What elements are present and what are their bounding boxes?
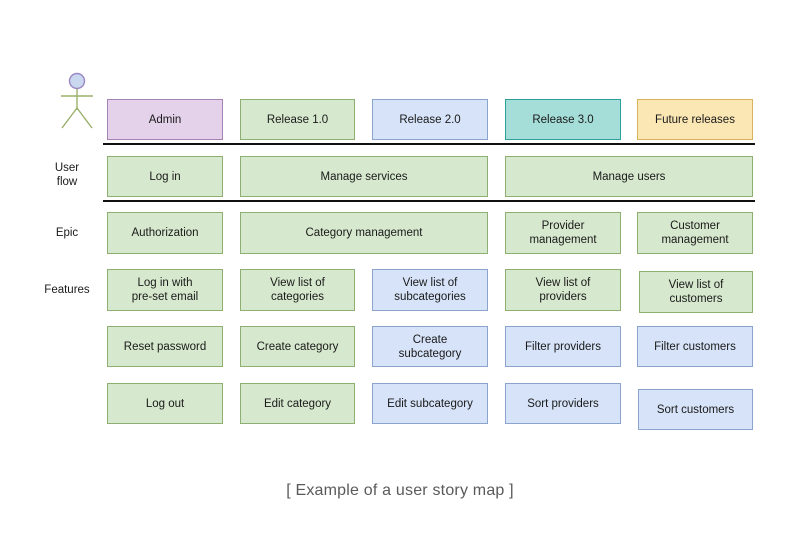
user-flow-card-manage-users[interactable]: Manage users bbox=[505, 156, 753, 197]
epic-card-authorization[interactable]: Authorization bbox=[107, 212, 223, 254]
header-card-admin[interactable]: Admin bbox=[107, 99, 223, 140]
feature-card-sort-providers[interactable]: Sort providers bbox=[505, 383, 621, 424]
feature-card-filter-providers[interactable]: Filter providers bbox=[505, 326, 621, 367]
feature-card-edit-category[interactable]: Edit category bbox=[240, 383, 355, 424]
feature-card-view-list-of-customers[interactable]: View list of customers bbox=[639, 271, 753, 313]
row-label-user-flow: User flow bbox=[54, 162, 80, 188]
user-flow-card-manage-services[interactable]: Manage services bbox=[240, 156, 488, 197]
feature-card-log-out[interactable]: Log out bbox=[107, 383, 223, 424]
user-flow-card-log-in[interactable]: Log in bbox=[107, 156, 223, 197]
header-card-release-1-0[interactable]: Release 1.0 bbox=[240, 99, 355, 140]
epic-card-provider-management[interactable]: Provider management bbox=[505, 212, 621, 254]
divider-header bbox=[103, 143, 755, 145]
feature-card-create-subcategory[interactable]: Create subcategory bbox=[372, 326, 488, 367]
row-label-features: Features bbox=[44, 284, 90, 296]
feature-card-view-list-of-providers[interactable]: View list of providers bbox=[505, 269, 621, 311]
feature-card-reset-password[interactable]: Reset password bbox=[107, 326, 223, 367]
feature-card-filter-customers[interactable]: Filter customers bbox=[637, 326, 753, 367]
feature-card-edit-subcategory[interactable]: Edit subcategory bbox=[372, 383, 488, 424]
header-card-release-2-0[interactable]: Release 2.0 bbox=[372, 99, 488, 140]
feature-card-view-list-of-categories[interactable]: View list of categories bbox=[240, 269, 355, 311]
header-card-future-releases[interactable]: Future releases bbox=[637, 99, 753, 140]
feature-card-view-list-of-subcategories[interactable]: View list of subcategories bbox=[372, 269, 488, 311]
epic-card-category-management[interactable]: Category management bbox=[240, 212, 488, 254]
actor-stick-figure-icon bbox=[55, 72, 111, 134]
header-card-release-3-0[interactable]: Release 3.0 bbox=[505, 99, 621, 140]
divider-user-flow bbox=[103, 200, 755, 202]
row-label-epic: Epic bbox=[55, 227, 79, 239]
feature-card-sort-customers[interactable]: Sort customers bbox=[638, 389, 753, 430]
diagram-caption: [ Example of a user story map ] bbox=[286, 482, 514, 499]
feature-card-log-in-with-pre-set-email[interactable]: Log in with pre-set email bbox=[107, 269, 223, 311]
feature-card-create-category[interactable]: Create category bbox=[240, 326, 355, 367]
epic-card-customer-management[interactable]: Customer management bbox=[637, 212, 753, 254]
